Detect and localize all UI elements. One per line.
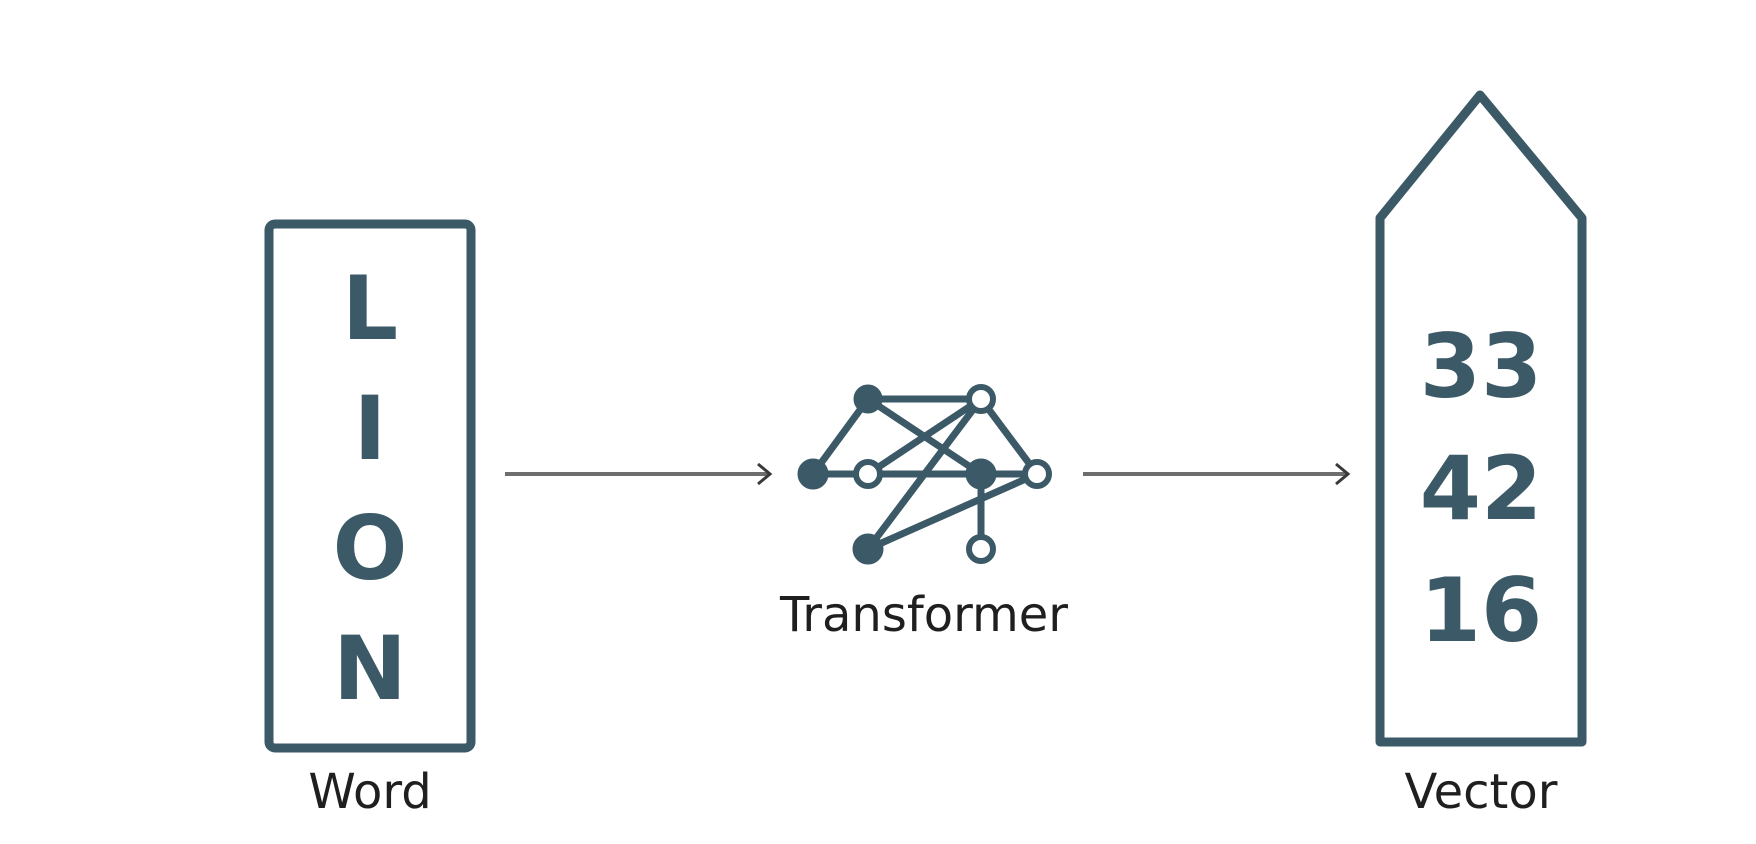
arrow-head xyxy=(1335,462,1351,486)
neural-network-icon xyxy=(797,384,1052,565)
network-node xyxy=(1022,459,1052,489)
network-node xyxy=(966,534,996,564)
arrow-word-to-transformer xyxy=(505,462,773,486)
network-node xyxy=(965,458,997,490)
word-letter-4: N xyxy=(333,617,407,720)
transformer-label: Transformer xyxy=(779,587,1068,643)
vector-block: 33 42 16 Vector xyxy=(1375,90,1587,820)
word-letter-1: L xyxy=(342,257,398,360)
network-node xyxy=(797,458,829,490)
network-node xyxy=(853,459,883,489)
vector-value-2: 42 xyxy=(1420,437,1542,540)
word-block: L I O N Word xyxy=(264,219,476,820)
vector-value-1: 33 xyxy=(1420,315,1542,418)
vector-shape xyxy=(1375,90,1587,747)
word-box xyxy=(264,219,476,753)
vector-value-3: 16 xyxy=(1420,559,1542,662)
arrow-transformer-to-vector xyxy=(1083,462,1351,486)
word-letter-2: I xyxy=(354,377,387,480)
word-label: Word xyxy=(308,764,431,820)
network-node xyxy=(966,384,996,414)
arrow-head xyxy=(757,462,773,486)
network-node xyxy=(853,384,883,414)
network-node xyxy=(852,533,884,565)
word-letter-3: O xyxy=(333,497,408,600)
vector-label: Vector xyxy=(1405,764,1558,820)
